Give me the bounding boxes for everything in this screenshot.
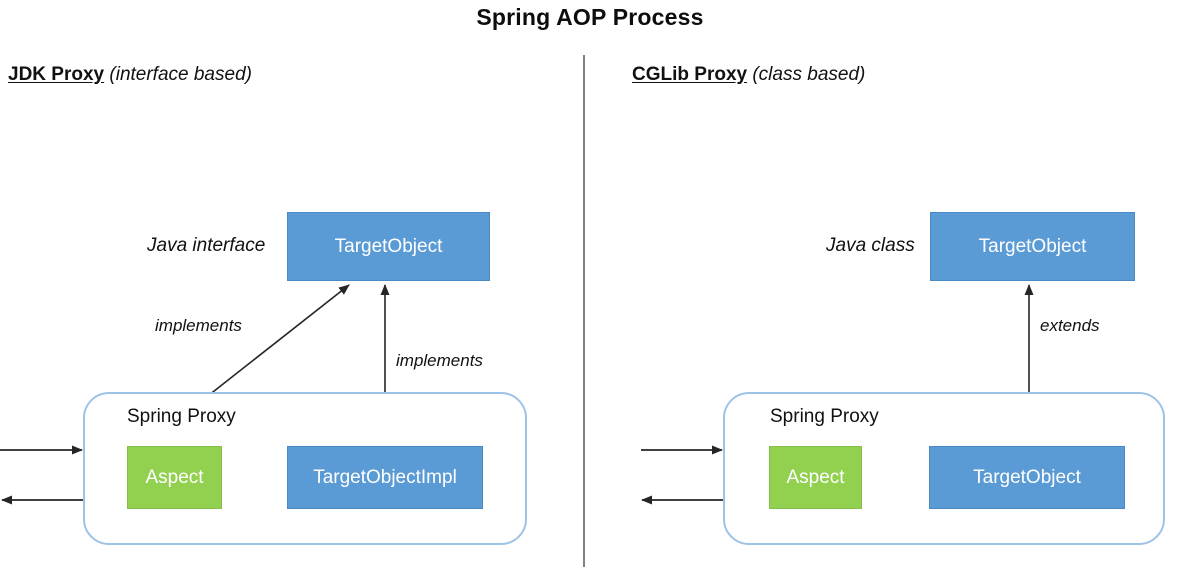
left-implements-diagonal-arrow: [189, 284, 350, 411]
left-heading-italic: (interface based): [109, 64, 252, 85]
left-side-label: Java interface: [147, 235, 266, 256]
right-aspect-node[interactable]: Aspect: [769, 446, 862, 509]
left-spring-proxy-label: Spring Proxy: [127, 406, 236, 427]
left-target-object-impl-node[interactable]: TargetObjectImpl: [287, 446, 483, 509]
left-aspect-node[interactable]: Aspect: [127, 446, 222, 509]
left-implements-vertical-label: implements: [396, 351, 483, 370]
left-implements-diagonal-label: implements: [155, 316, 242, 335]
right-side-label: Java class: [826, 235, 915, 256]
left-heading-strong: JDK Proxy: [8, 64, 105, 85]
vertical-divider: [583, 55, 585, 567]
right-heading-strong: CGLib Proxy: [632, 64, 748, 85]
right-heading-italic: (class based): [752, 64, 866, 85]
right-extends-label: extends: [1040, 316, 1100, 335]
left-target-object-node[interactable]: TargetObject: [287, 212, 490, 281]
right-spring-proxy-label: Spring Proxy: [770, 406, 879, 427]
right-target-object-impl-node[interactable]: TargetObject: [929, 446, 1125, 509]
left-section-heading: JDK Proxy (interface based): [8, 64, 252, 86]
right-target-object-node[interactable]: TargetObject: [930, 212, 1135, 281]
right-section-heading: CGLib Proxy (class based): [632, 64, 865, 86]
page-title: Spring AOP Process: [476, 4, 704, 30]
